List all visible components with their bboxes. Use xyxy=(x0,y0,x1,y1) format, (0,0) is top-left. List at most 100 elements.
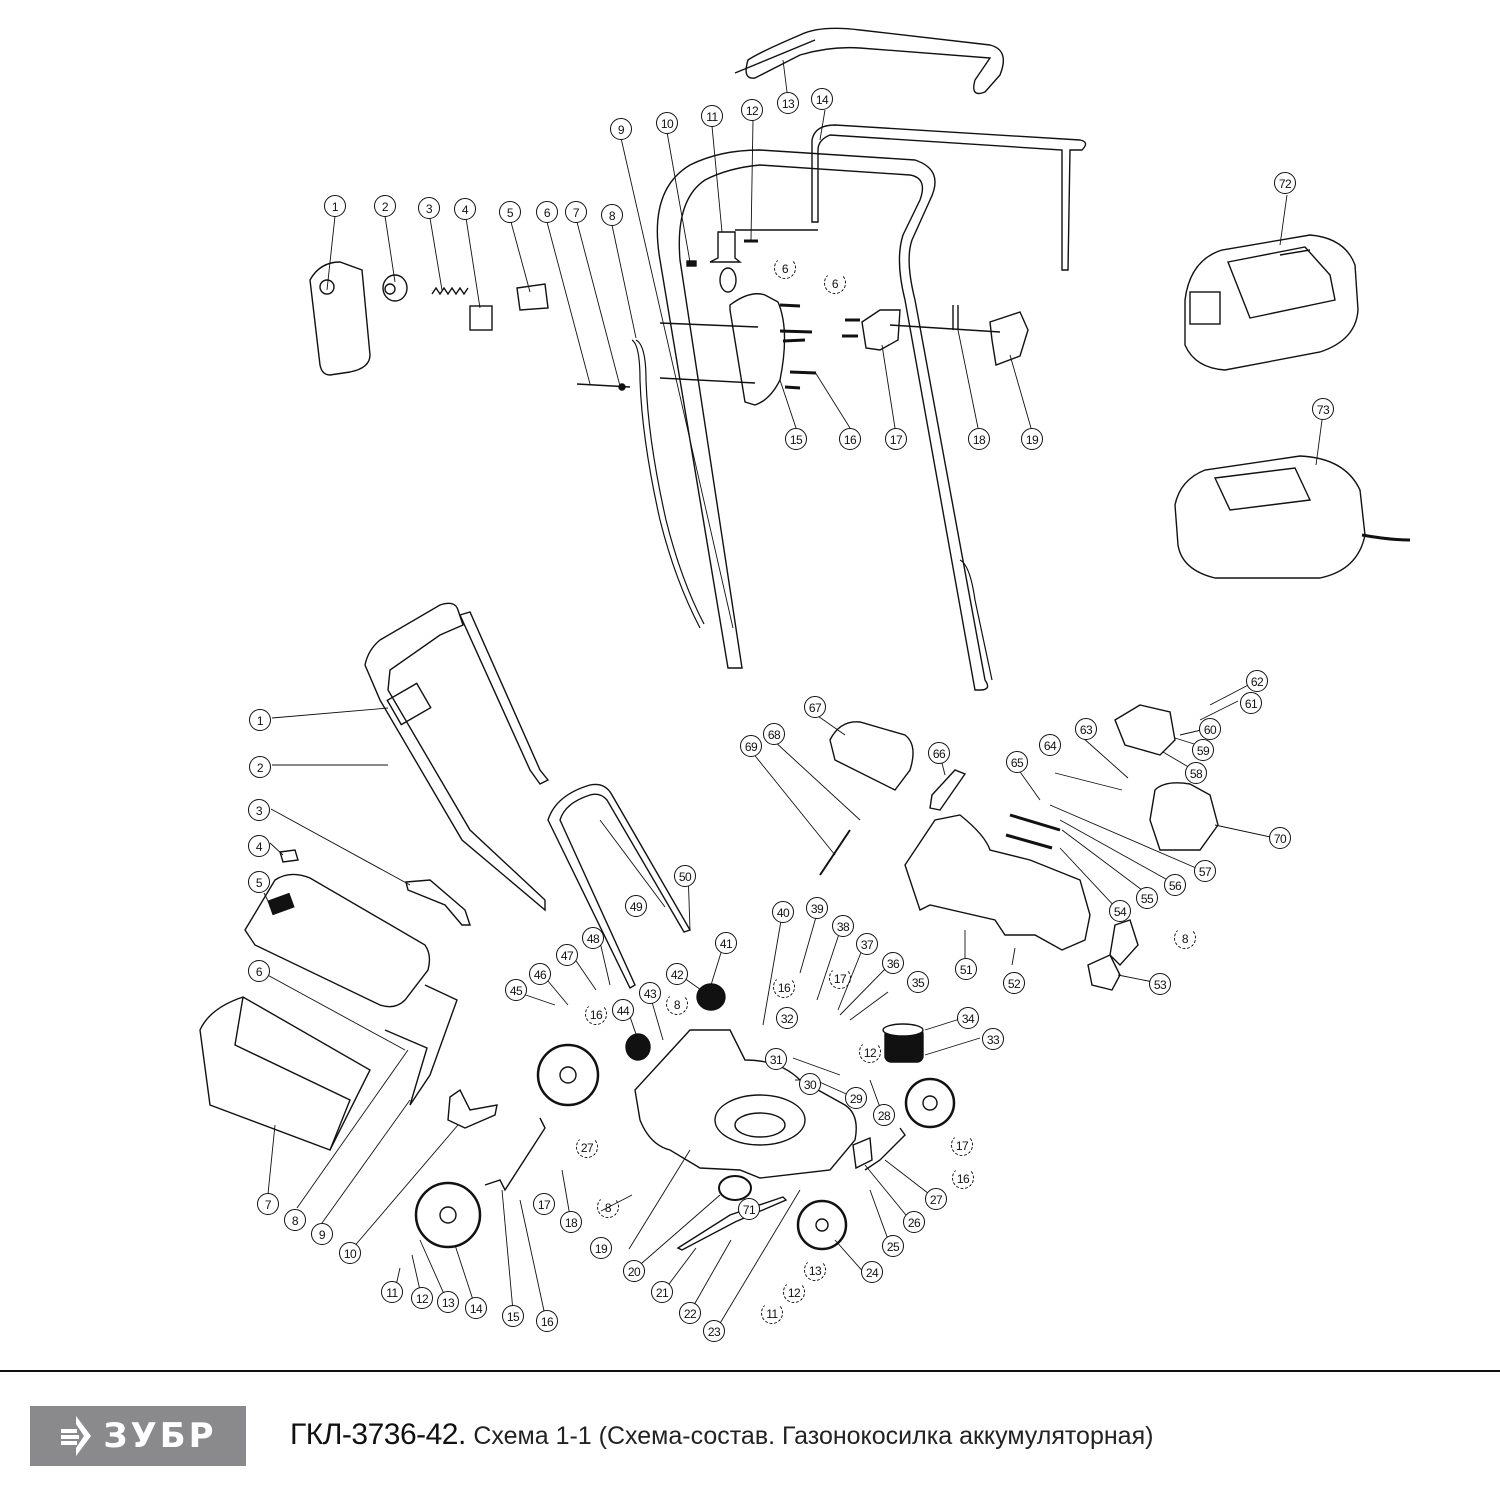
callout-lower-48: 48 xyxy=(582,927,604,949)
callout-lower-4: 4 xyxy=(248,835,270,857)
callout-lower-23: 23 xyxy=(703,1320,725,1342)
callout-upper-2: 2 xyxy=(374,195,396,217)
callout-lower-32: 32 xyxy=(776,1007,798,1029)
catcher-lid xyxy=(244,873,431,1008)
callout-charger-73: 73 xyxy=(1312,398,1334,420)
callout-upper-7: 7 xyxy=(565,201,587,223)
fan-impeller xyxy=(718,1175,752,1201)
callout-lower-50: 50 xyxy=(674,865,696,887)
parts-diagram-drawing xyxy=(199,27,1411,1331)
callout-upper-6: 6 xyxy=(536,201,558,223)
callout-repeat-8: 8 xyxy=(666,993,688,1015)
wheel-left-front xyxy=(414,1181,482,1249)
callout-lower-44: 44 xyxy=(612,999,634,1021)
callout-lower-46: 46 xyxy=(529,963,551,985)
callout-lower-45: 45 xyxy=(505,979,527,1001)
brand-arrow-icon xyxy=(61,1416,92,1456)
axis-line xyxy=(734,39,816,74)
callout-lower-25: 25 xyxy=(882,1235,904,1257)
callout-lower-62: 62 xyxy=(1246,670,1268,692)
callout-lower-2: 2 xyxy=(249,756,271,778)
callout-lower-37: 37 xyxy=(856,933,878,955)
lower-leader-lines xyxy=(261,680,1276,1331)
callout-repeat-16: 16 xyxy=(952,1167,974,1189)
callout-repeat-13: 13 xyxy=(804,1259,826,1281)
part-plate xyxy=(516,283,549,311)
callout-lower-18: 18 xyxy=(560,1211,582,1233)
callout-lower-8: 8 xyxy=(284,1209,306,1231)
callout-lower-5: 5 xyxy=(248,871,270,893)
callout-lower-1: 1 xyxy=(249,709,271,731)
callout-lower-11: 11 xyxy=(381,1281,403,1303)
callout-upper-3: 3 xyxy=(418,197,440,219)
callout-upper-13: 13 xyxy=(777,92,799,114)
mini-handle xyxy=(364,602,546,912)
motor-drawing xyxy=(882,1023,924,1063)
wheel-left-rear xyxy=(536,1043,600,1107)
callout-lower-16: 16 xyxy=(536,1310,558,1332)
grass-bag xyxy=(199,996,371,1151)
callout-lower-17: 17 xyxy=(533,1193,555,1215)
lower-handle-u xyxy=(547,783,692,989)
part-lock-lever xyxy=(989,311,1029,366)
callout-lower-31: 31 xyxy=(765,1048,787,1070)
callout-lower-38: 38 xyxy=(832,915,854,937)
battery-pack-drawing xyxy=(1184,234,1359,371)
callout-lower-22: 22 xyxy=(679,1302,701,1324)
callout-lower-69: 69 xyxy=(740,735,762,757)
callout-upper-9: 9 xyxy=(610,118,632,140)
diagram-description: Схема 1-1 (Схема-состав. Газонокосилка а… xyxy=(473,1422,1154,1450)
callout-lower-3: 3 xyxy=(248,799,270,821)
callout-repeat-12: 12 xyxy=(859,1041,881,1063)
callout-lower-12: 12 xyxy=(411,1287,433,1309)
callout-lower-20: 20 xyxy=(623,1260,645,1282)
callout-lower-66: 66 xyxy=(928,742,950,764)
model-number: ГКЛ-3736-42. xyxy=(290,1418,466,1451)
callout-upper-10: 10 xyxy=(656,112,678,134)
part-left-bracket xyxy=(729,293,786,406)
callout-upper-4: 4 xyxy=(454,198,476,220)
callout-lower-55: 55 xyxy=(1136,887,1158,909)
callout-lower-47: 47 xyxy=(556,944,578,966)
callout-lower-14: 14 xyxy=(465,1297,487,1319)
callout-lower-53: 53 xyxy=(1149,973,1171,995)
part-spring xyxy=(431,286,469,296)
callout-lower-26: 26 xyxy=(903,1211,925,1233)
callout-lower-59: 59 xyxy=(1192,739,1214,761)
brand-name: ЗУБР xyxy=(103,1416,217,1456)
callout-lower-61: 61 xyxy=(1240,692,1262,714)
callout-lower-43: 43 xyxy=(639,982,661,1004)
callout-upper-6-repeat: 6 xyxy=(774,257,796,279)
callout-lower-39: 39 xyxy=(806,897,828,919)
callout-battery-72: 72 xyxy=(1274,172,1296,194)
callout-lower-51: 51 xyxy=(955,958,977,980)
upper-handle-top-bar xyxy=(745,27,1004,95)
catcher-handle xyxy=(405,879,471,926)
blade xyxy=(676,1196,788,1251)
part-microswitch xyxy=(469,305,493,331)
callout-upper-12: 12 xyxy=(741,99,763,121)
callout-lower-29: 29 xyxy=(845,1087,867,1109)
callout-repeat-27: 27 xyxy=(576,1136,598,1158)
wheel-right-rear xyxy=(904,1077,956,1129)
callout-lower-70: 70 xyxy=(1269,827,1291,849)
callout-repeat-8: 8 xyxy=(597,1196,619,1218)
callout-lower-57: 57 xyxy=(1194,860,1216,882)
document-title: ГКЛ-3736-42. Схема 1-1 (Схема-состав. Га… xyxy=(290,1418,1153,1452)
callout-lower-35: 35 xyxy=(907,971,929,993)
callout-lower-19: 19 xyxy=(590,1237,612,1259)
callout-upper-6-repeat: 6 xyxy=(824,272,846,294)
callout-repeat-8: 8 xyxy=(1174,927,1196,949)
callout-lower-52: 52 xyxy=(1003,972,1025,994)
charger-drawing xyxy=(1174,419,1411,579)
callout-lower-42: 42 xyxy=(666,963,688,985)
callout-lower-15: 15 xyxy=(502,1305,524,1327)
callout-lower-65: 65 xyxy=(1006,751,1028,773)
callout-repeat-17: 17 xyxy=(951,1134,973,1156)
footer: ЗУБР ГКЛ-3736-42. Схема 1-1 (Схема-соста… xyxy=(0,1372,1500,1500)
callout-lower-28: 28 xyxy=(873,1104,895,1126)
mower-deck xyxy=(634,1029,857,1179)
battery-door xyxy=(829,721,914,791)
wheel-right-front xyxy=(796,1199,848,1251)
part-knob xyxy=(382,274,408,302)
